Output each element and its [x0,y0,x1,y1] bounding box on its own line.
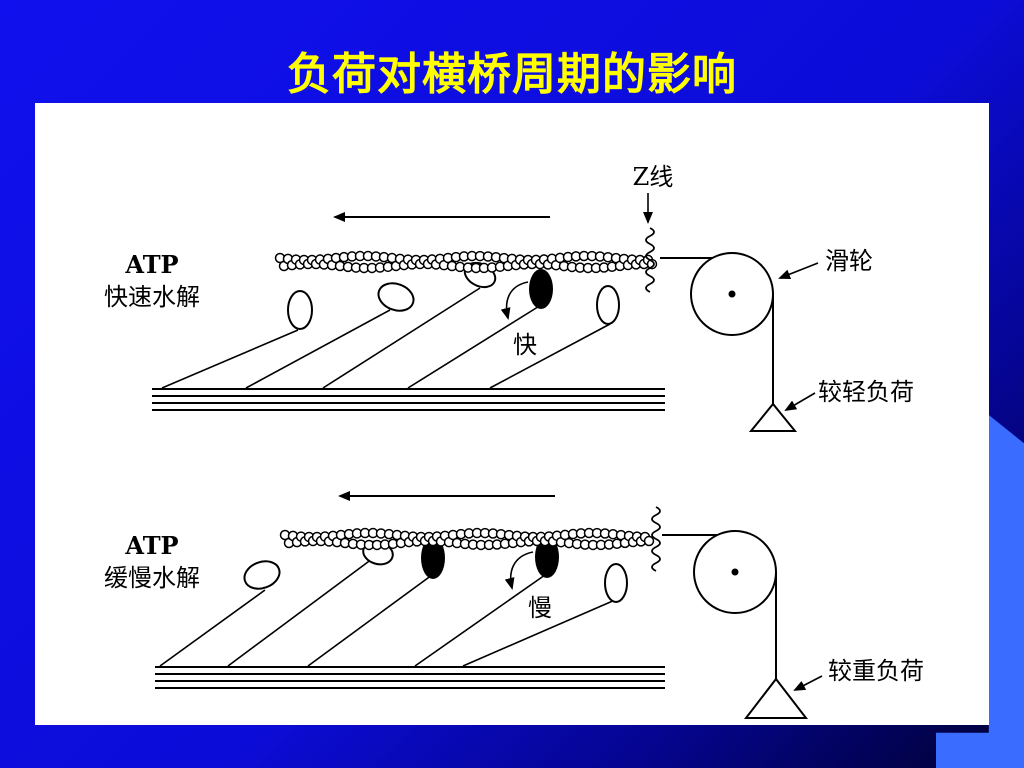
pulley-label: 滑轮 [825,247,873,275]
pulley-pointer [778,262,819,279]
rotation-arrow [500,281,529,320]
actin-bead [643,535,655,547]
load-label: 较轻负荷 [818,378,914,406]
pulley-axle [731,568,739,576]
z-line [651,506,661,572]
crossbridge-arms [159,555,616,667]
myosin-head-attached [421,537,445,579]
myosin-head [596,285,620,325]
myosin-head [243,560,281,590]
load-weight-heavy [743,677,809,719]
myosin-head [287,290,313,330]
actin-filament [279,527,655,551]
rotation-arrow [504,551,534,590]
load-label: 较重负荷 [828,657,924,685]
crossbridge-arms [161,287,611,389]
speed-label: 快 [513,331,537,359]
slide-title: 负荷对横桥周期的影响 [287,49,737,100]
z-line-label: Z线 [633,163,674,191]
thick-filament [152,388,665,411]
speed-label: 慢 [528,594,552,622]
z-line [645,227,655,293]
myosin-head [604,563,628,603]
atp-label: ATP [124,250,178,279]
load-pointer [793,675,823,691]
bottom-panel: ATP 缓慢水解 慢 较重负荷 [104,491,924,719]
atp-label: ATP [124,531,178,560]
load-pointer [784,392,816,412]
crossbridge-diagram: ATP 快速水解 快 Z线 滑轮 较轻负荷 [104,163,924,719]
actin-bead [646,258,658,270]
hydrolysis-label: 快速水解 [104,283,200,311]
load-weight-light [748,402,798,432]
actin-filament [274,250,658,274]
myosin-head-attached [529,269,553,309]
top-panel: ATP 快速水解 快 Z线 滑轮 较轻负荷 [104,163,914,432]
myosin-head [377,282,415,312]
thick-filament [155,666,665,689]
pulley-axle [728,290,736,298]
hydrolysis-label: 缓慢水解 [104,564,200,592]
diagram-panel: ATP 快速水解 快 Z线 滑轮 较轻负荷 [35,103,989,725]
